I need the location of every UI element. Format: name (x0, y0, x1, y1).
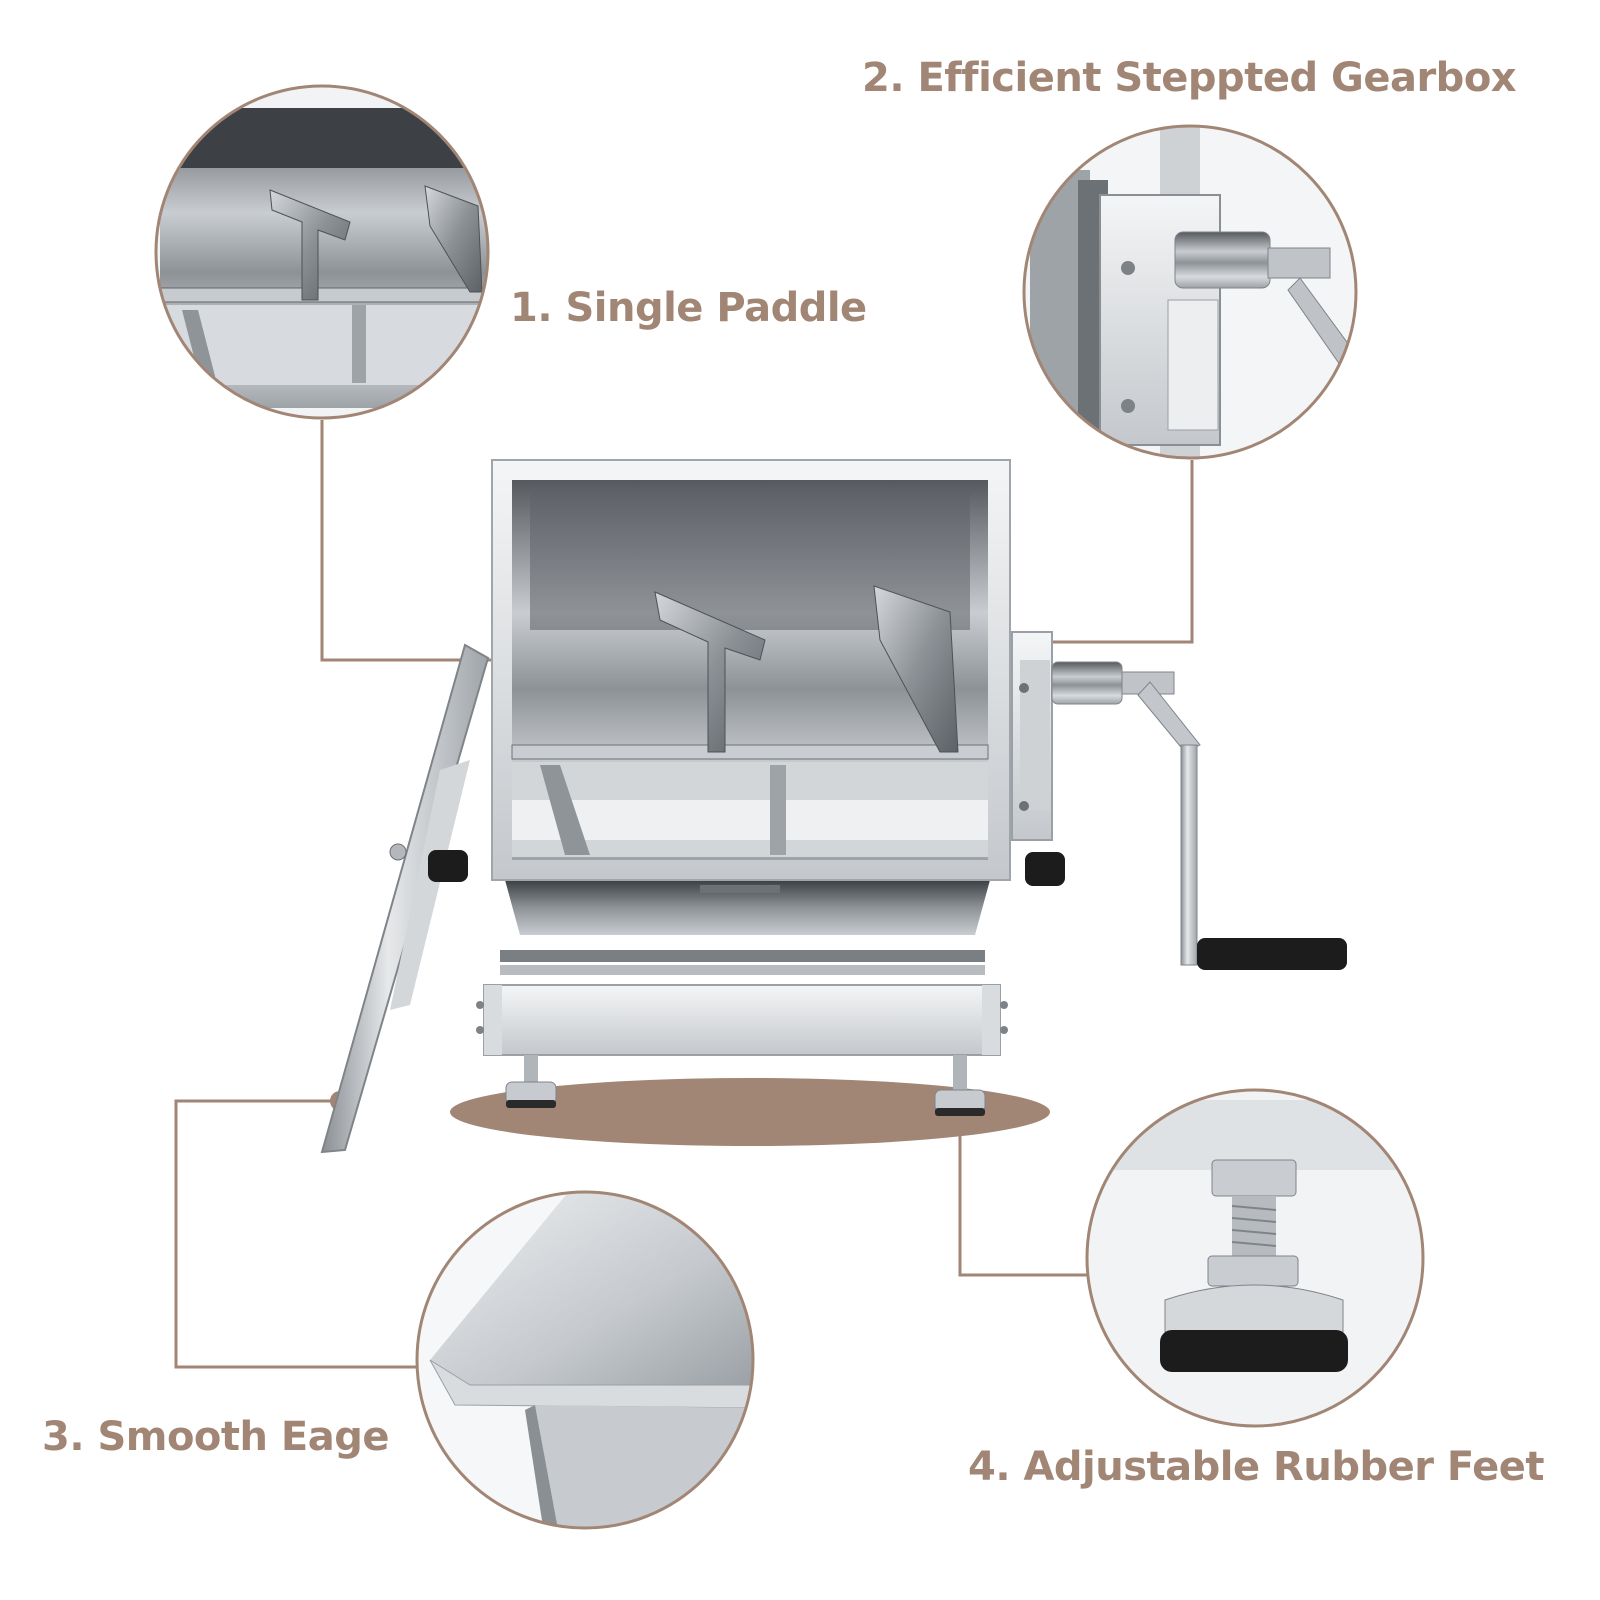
detail-circle-rubber-feet (1085, 1088, 1425, 1428)
feature-label-smooth-edge: 3. Smooth Eage (42, 1414, 390, 1460)
connector-stepped-gearbox (1040, 460, 1194, 644)
paddle-t (654, 591, 766, 753)
paddle-blade (873, 585, 959, 753)
crank-handle (1137, 681, 1347, 970)
connector-smooth-edge (174, 1099, 418, 1369)
feature-label-single-paddle: 1. Single Paddle (510, 285, 867, 331)
lid (320, 643, 490, 1154)
floor-shadow (450, 1078, 1050, 1146)
meat-mixer (320, 459, 1347, 1154)
detail-circle-smooth-edge (415, 1190, 755, 1530)
feature-label-rubber-feet: 4. Adjustable Rubber Feet (968, 1444, 1544, 1490)
feature-label-stepped-gearbox: 2. Efficient Steppted Gearbox (862, 55, 1517, 101)
detail-circle-stepped-gearbox (1022, 124, 1358, 460)
connector-rubber-feet (958, 1100, 1088, 1277)
mixer-feet (505, 1055, 986, 1116)
detail-circle-single-paddle (154, 84, 490, 420)
base-frame (483, 984, 1001, 1056)
